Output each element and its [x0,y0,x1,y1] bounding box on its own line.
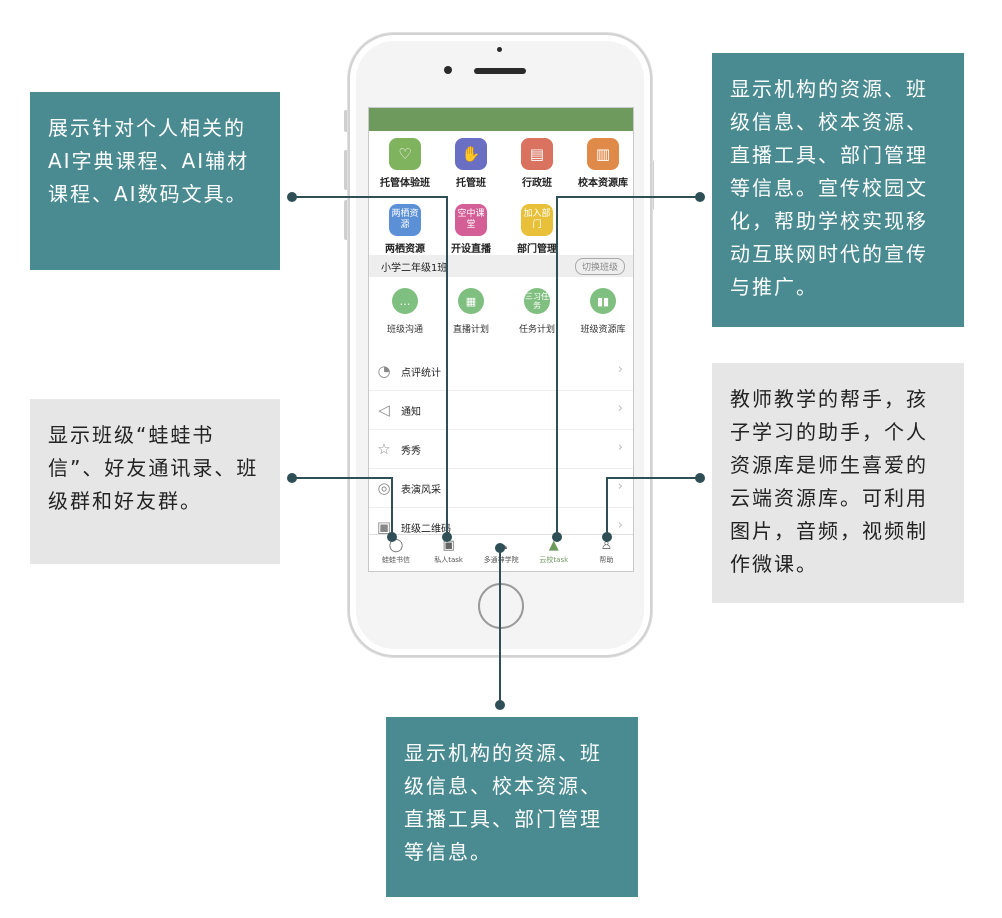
book-icon: ▮▮ [590,288,616,314]
book-icon: ▥ [587,138,619,170]
chevron-right-icon: › [617,518,623,533]
tab-label: 云校task [539,556,569,564]
pie-chart-icon: ◔ [377,362,391,380]
chart-icon: ▦ [458,288,484,314]
tile-4[interactable]: ▥ 校本资源库 [571,138,633,189]
tile-label: 开设直播 [451,244,491,255]
person-icon: ♙ [600,538,613,553]
tile-7[interactable]: 加入部门部门管理 [505,204,569,255]
class-tile-label: 直播计划 [452,325,489,335]
heart-icon: ♡ [389,138,421,170]
tile-3[interactable]: ▤ 行政班 [505,138,569,189]
chevron-right-icon: › [617,479,623,494]
connector-line-class-letters [292,477,393,537]
class-tile-1[interactable]: … 班级沟通 [373,288,437,335]
tile-5[interactable]: 两栖资源两栖资源 [373,204,437,255]
tile-icon-badge: 加入部门 [521,204,553,236]
class-tile-4[interactable]: ▮▮ 班级资源库 [571,288,633,335]
class-tile-2[interactable]: ▦ 直播计划 [439,288,503,335]
list-row-label: 秀秀 [401,446,421,457]
tab-4[interactable]: ▲ 云校task [528,537,580,565]
connector-dot [695,473,705,483]
volume-up-button [344,150,348,190]
app-screen: ♡托管体验班✋托管班▤行政班▥校本资源库 两栖资源两栖资源空中课堂开设直播加入部… [368,107,634,572]
chevron-right-icon: › [617,362,623,377]
connector-dot [387,532,397,542]
proximity-sensor [497,47,502,52]
star-icon: ☆ [377,440,391,458]
connector-dot [495,543,505,553]
connector-dot [695,192,705,202]
class-name: 小学二年级1班 [381,263,448,274]
power-button [650,160,654,210]
tile-label: 两栖资源 [385,244,425,255]
connector-dot [442,532,452,542]
class-tile-3[interactable]: 三习任务任务计划 [505,288,569,335]
tab-label: 私人task [434,556,463,564]
tab-label: 蛙蛙书信 [382,556,410,564]
app-header-bar [369,108,633,131]
front-camera [444,66,452,74]
class-tile-label: 班级沟通 [386,325,423,335]
task-icon: 三习任务 [524,288,550,314]
callout-class-letters: 显示班级“蛙蛙书信”、好友通讯录、班级群和好友群。 [30,399,280,564]
connector-line-teacher-helper [606,477,700,537]
tab-label: 帮助 [599,556,614,564]
callout-teacher-helper: 教师教学的帮手，孩子学习的助手，个人资源库是师生喜爱的云端资源库。可利用图片，音… [712,363,964,603]
tile-1[interactable]: ♡ 托管体验班 [373,138,437,189]
tab-label: 多通神学院 [483,556,519,564]
tile-2[interactable]: ✋ 托管班 [439,138,503,189]
class-bar: 小学二年级1班 切换班级 [369,255,633,277]
chat-icon: … [392,288,418,314]
tab-5[interactable]: ♙ 帮助 [580,537,632,565]
connector-line-school-resources [556,196,700,537]
tile-label: 校本资源库 [578,178,628,189]
connector-dot [287,192,297,202]
connector-line-ai-courses [292,196,448,537]
document-icon: ▤ [521,138,553,170]
mute-switch [344,110,348,132]
school-icon: ▲ [548,538,559,553]
tile-label: 行政班 [522,178,552,189]
list-row-label: 班级二维码 [401,524,451,535]
list-row-4[interactable]: ◎ 表演风采 › [369,469,633,508]
chevron-right-icon: › [617,401,623,416]
tile-label: 托管班 [456,178,486,189]
tile-icon-badge: 两栖资源 [389,204,421,236]
list-row-label: 点评统计 [401,368,441,379]
connector-dot [602,532,612,542]
connector-dot [552,532,562,542]
list-row-2[interactable]: ◁ 通知 › [369,391,633,430]
mask-icon: ◎ [377,479,391,497]
switch-class-button[interactable]: 切换班级 [574,258,625,275]
list-row-label: 表演风采 [401,485,441,496]
volume-down-button [344,200,348,240]
tile-label: 部门管理 [517,244,557,255]
list-row-3[interactable]: ☆ 秀秀 › [369,430,633,469]
class-tile-label: 班级资源库 [580,325,626,335]
tile-6[interactable]: 空中课堂开设直播 [439,204,503,255]
tile-icon-badge: 空中课堂 [455,204,487,236]
earpiece-speaker [474,68,526,74]
speaker-icon: ◁ [378,401,390,419]
hand-icon: ✋ [455,138,487,170]
tile-label: 托管体验班 [380,178,430,189]
callout-institution-info: 显示机构的资源、班级信息、校本资源、直播工具、部门管理等信息。 [386,717,638,897]
list-row-label: 通知 [401,407,421,418]
connector-dot [287,473,297,483]
callout-school-resources: 显示机构的资源、班级信息、校本资源、直播工具、部门管理等信息。宣传校园文化，帮助… [712,53,964,327]
connector-dot [495,700,505,710]
qr-icon: ▣ [376,518,392,536]
chevron-right-icon: › [617,440,623,455]
callout-ai-courses: 展示针对个人相关的AI字典课程、AI辅材课程、AI数码文具。 [30,92,280,270]
list-row-1[interactable]: ◔ 点评统计 › [369,352,633,391]
class-tile-label: 任务计划 [518,325,555,335]
